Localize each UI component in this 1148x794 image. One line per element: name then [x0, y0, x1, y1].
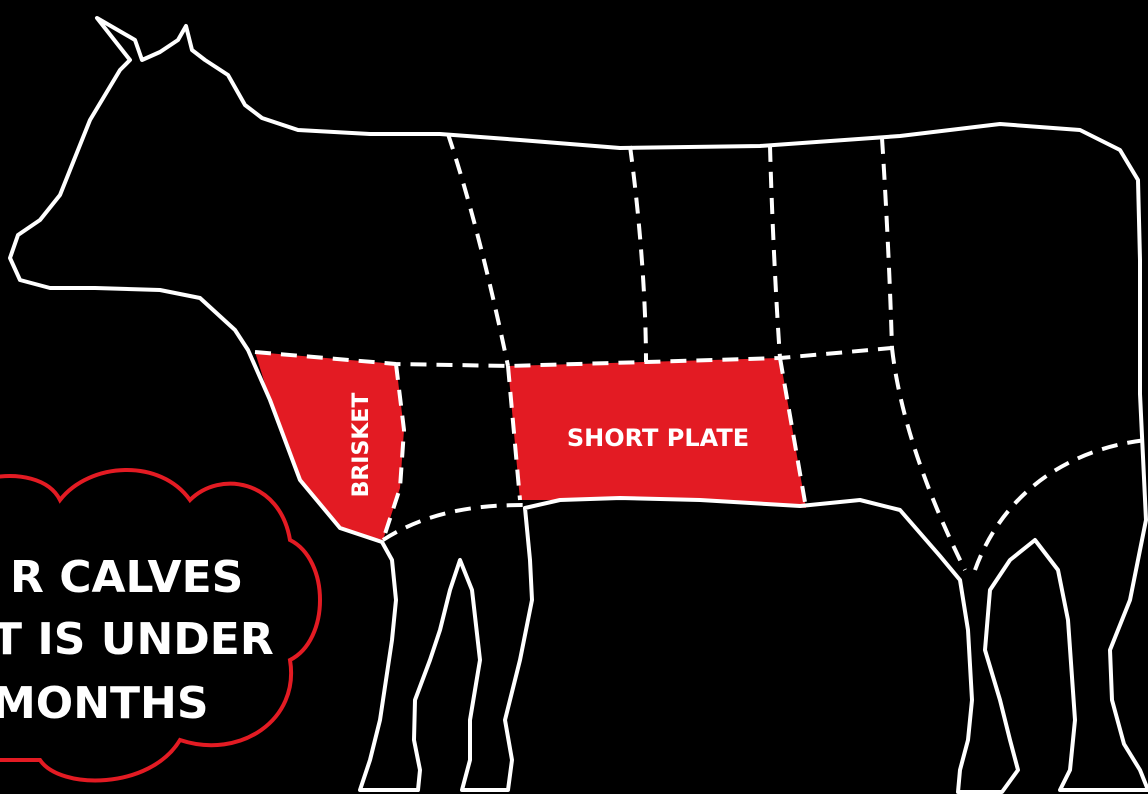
cut-line-hind	[973, 438, 1147, 571]
cloud-bubble	[0, 468, 322, 783]
cut-line-round	[890, 347, 967, 571]
cloud-line-1: R CALVES	[10, 552, 243, 603]
cloud-line-2: T IS UNDER	[0, 614, 274, 665]
short-plate-label: SHORT PLATE	[567, 424, 749, 452]
brisket-region	[255, 352, 404, 540]
cut-lines	[254, 133, 1147, 571]
cut-line-shoulder	[446, 133, 510, 367]
cut-line-shank	[381, 503, 526, 542]
cut-line-shortloin	[768, 145, 782, 359]
cut-line-brisket-back	[381, 363, 407, 541]
brisket-label: BRISKET	[349, 393, 374, 498]
cut-line-plate-back	[506, 365, 522, 501]
short-plate-region	[508, 358, 806, 508]
cloud-line-3: MONTHS	[0, 678, 209, 729]
cut-line-belly-top	[254, 346, 893, 369]
cut-line-sirloin	[880, 137, 894, 349]
cow-outline	[8, 16, 1148, 794]
cut-line-rib	[628, 145, 648, 363]
